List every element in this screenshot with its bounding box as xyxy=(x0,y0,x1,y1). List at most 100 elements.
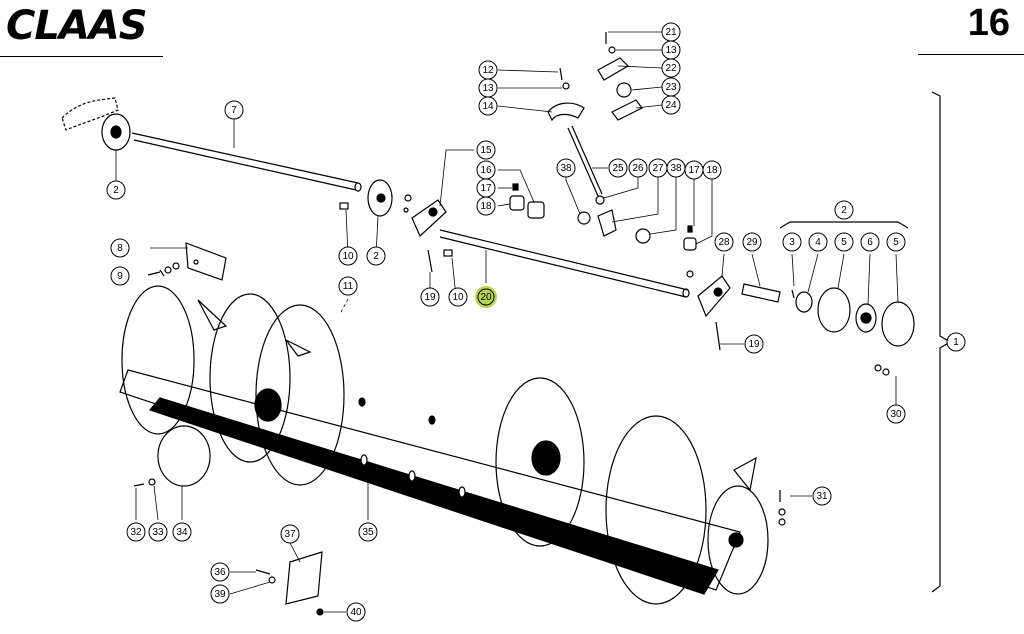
nut-26 xyxy=(595,195,605,205)
leader-lines xyxy=(115,31,899,613)
callout-label: 10 xyxy=(342,251,354,262)
callout-label: 5 xyxy=(841,237,847,248)
leader-5b xyxy=(895,253,899,303)
nut-31b xyxy=(778,518,786,526)
bolt-19-upper xyxy=(427,249,433,273)
callout-label: 38 xyxy=(670,163,682,174)
washer-13b xyxy=(608,46,616,54)
callout-label: 19 xyxy=(748,339,760,350)
callout-circle xyxy=(106,180,126,200)
callout-circle xyxy=(448,287,468,307)
header-rule-right xyxy=(918,54,1024,55)
cover-plate-8-hole xyxy=(193,259,199,265)
callout-13: 13 xyxy=(478,78,498,98)
nut-15 xyxy=(404,194,412,202)
washer-13a xyxy=(562,82,570,90)
leader-6 xyxy=(867,253,871,305)
bracket-27 xyxy=(597,209,617,237)
callout-7: 7 xyxy=(224,100,244,120)
callout-2: 2 xyxy=(106,180,126,200)
leader-27 xyxy=(611,168,659,223)
leader-4 xyxy=(807,253,819,293)
callout-10: 10 xyxy=(448,287,468,307)
callout-label: 25 xyxy=(612,163,624,174)
callout-circle xyxy=(478,96,498,116)
auger-flight-4 xyxy=(495,377,585,547)
callout-circle xyxy=(834,232,854,252)
callout-10: 10 xyxy=(338,246,358,266)
callout-37: 37 xyxy=(280,524,300,544)
callout-18: 18 xyxy=(702,160,722,180)
shaft-20 xyxy=(439,229,689,298)
callout-label: 35 xyxy=(362,527,374,538)
callout-label: 14 xyxy=(482,101,494,112)
callout-34: 34 xyxy=(172,522,192,542)
leader-5a xyxy=(837,253,845,289)
callout-circle xyxy=(280,524,300,544)
nut-40 xyxy=(316,608,324,616)
bearing-6-bore xyxy=(860,312,872,324)
callout-label: 19 xyxy=(424,292,436,303)
auger-drum xyxy=(119,285,769,605)
callout-circle xyxy=(608,158,628,178)
callout-circle xyxy=(812,486,832,506)
callout-40: 40 xyxy=(346,602,366,622)
assembly-brace-2 xyxy=(779,221,909,229)
bearing-bracket-15 xyxy=(411,199,447,238)
callout-circle xyxy=(224,100,244,120)
callout-19: 19 xyxy=(420,287,440,307)
clamp-plate-24 xyxy=(611,99,643,121)
callout-circle xyxy=(702,160,722,180)
callout-27: 27 xyxy=(648,158,668,178)
callout-label: 30 xyxy=(890,409,902,420)
leader-12 xyxy=(497,69,559,73)
shaft-20-end xyxy=(682,288,690,298)
inspection-cover-34 xyxy=(157,425,211,487)
callout-label: 33 xyxy=(152,527,164,538)
callout-label: 8 xyxy=(117,243,123,254)
callout-label: 23 xyxy=(665,82,677,93)
bushing-18 xyxy=(509,195,525,211)
callout-12: 12 xyxy=(478,60,498,80)
auger-flight-3 xyxy=(255,304,345,486)
drum-opening-left xyxy=(254,388,282,422)
callout-label: 22 xyxy=(665,63,677,74)
callout-label: 28 xyxy=(718,237,730,248)
callout-circle xyxy=(210,584,230,604)
callout-36: 36 xyxy=(210,562,230,582)
callout-circle xyxy=(172,522,192,542)
callout-22: 22 xyxy=(661,58,681,78)
callout-label: 1 xyxy=(953,337,959,348)
callout-circle xyxy=(346,602,366,622)
leader-29 xyxy=(751,253,761,287)
drum-hole-d xyxy=(408,470,416,482)
washer-15 xyxy=(403,207,409,213)
bushing-18b xyxy=(683,237,697,251)
callout-32: 32 xyxy=(126,522,146,542)
callout-33: 33 xyxy=(148,522,168,542)
callout-label: 4 xyxy=(815,237,821,248)
callout-31: 31 xyxy=(812,486,832,506)
callout-3: 3 xyxy=(782,232,802,252)
callout-label: 31 xyxy=(816,491,828,502)
drum-hole-c xyxy=(360,454,368,466)
flange-bearing-left-hole xyxy=(110,125,122,139)
nut-30a xyxy=(874,364,882,372)
callout-label: 5 xyxy=(893,237,899,248)
callout-circle xyxy=(358,522,378,542)
callout-14: 14 xyxy=(478,96,498,116)
callout-label: 29 xyxy=(746,237,758,248)
drum-opening-mid xyxy=(531,440,561,476)
callout-circle xyxy=(366,246,386,266)
bolt-19-lower xyxy=(715,321,721,351)
flange-5b xyxy=(881,301,915,347)
callout-circle xyxy=(148,522,168,542)
washer-9b xyxy=(172,262,180,270)
callout-2: 2 xyxy=(834,200,854,220)
callout-label: 20 xyxy=(480,292,492,303)
auger-finger-guide-2 xyxy=(285,339,312,357)
callout-circle xyxy=(714,232,734,252)
callout-label: 18 xyxy=(480,201,492,212)
bolt-36 xyxy=(255,569,271,575)
